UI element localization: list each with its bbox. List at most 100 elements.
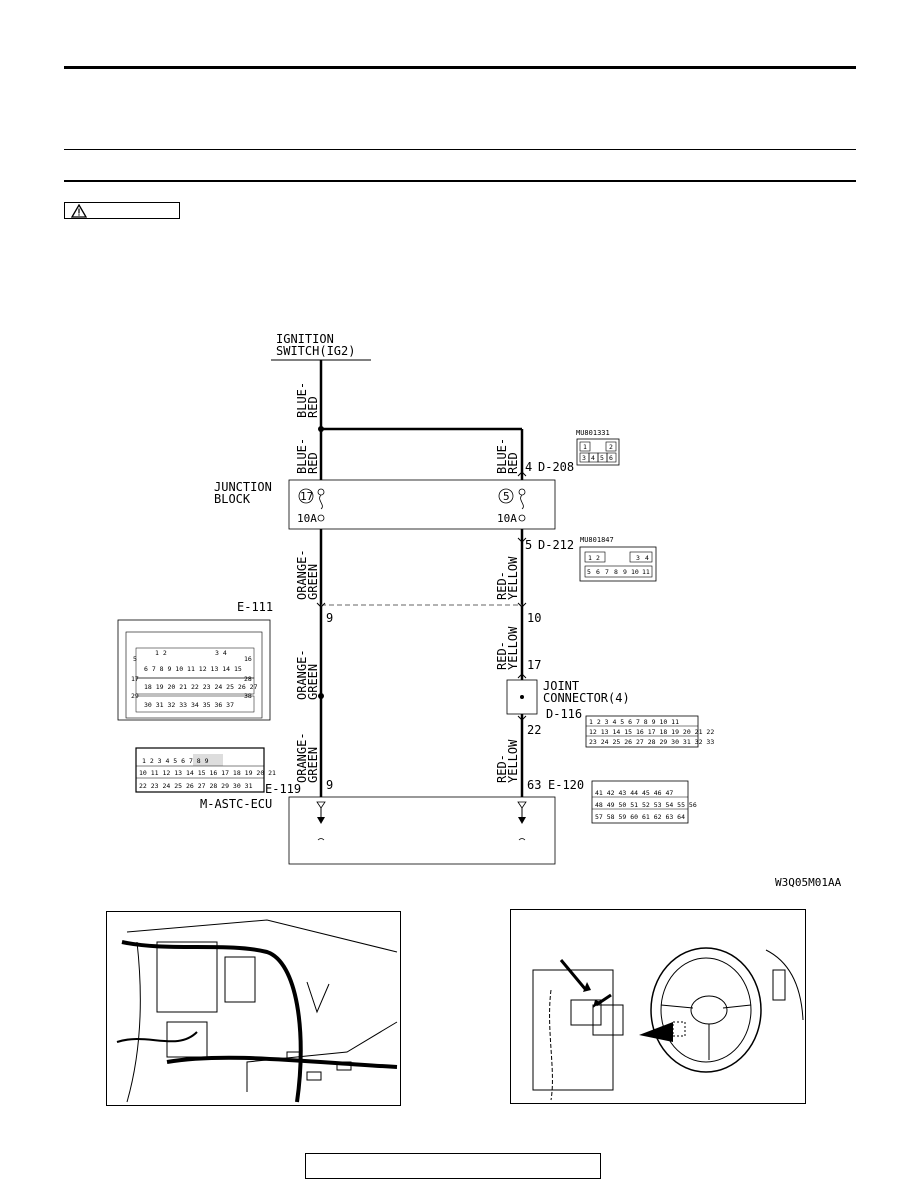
svg-text:17: 17 xyxy=(131,675,139,683)
d208-pin: 4 xyxy=(525,460,532,474)
junction-label-1: JUNCTION xyxy=(214,480,272,494)
svg-text:7: 7 xyxy=(605,568,609,576)
footer-page-box xyxy=(305,1153,601,1179)
svg-text:2: 2 xyxy=(609,443,613,451)
svg-text:6: 6 xyxy=(596,568,600,576)
svg-text:1: 1 xyxy=(588,554,592,562)
svg-text:11: 11 xyxy=(642,568,650,576)
wire-label-red-yellow-3b: YELLOW xyxy=(506,739,520,783)
d212-part: MU801847 xyxy=(580,536,614,544)
joint-pin-in: 17 xyxy=(527,658,541,672)
e111-name: E-111 xyxy=(237,600,273,614)
ecu-input-left xyxy=(317,817,325,824)
fuse-rating-left: 10A xyxy=(297,512,317,525)
fuse-num-right: 5 xyxy=(503,490,510,503)
svg-text:41 42 43 44 45 46 47: 41 42 43 44 45 46 47 xyxy=(595,789,673,797)
source-label-2: SWITCH(IG2) xyxy=(276,344,355,358)
svg-text:1 2 3 4 5 6 7 8 9 10 11: 1 2 3 4 5 6 7 8 9 10 11 xyxy=(589,718,679,726)
fuse-number-left xyxy=(298,488,314,504)
svg-text:5: 5 xyxy=(133,655,137,663)
svg-text:57 58 59 60 61 62 63 64: 57 58 59 60 61 62 63 64 xyxy=(595,813,685,821)
wire-label-red-yellow-2a: RED- xyxy=(495,641,509,670)
wire-label-blue-red-left-2: RED xyxy=(306,452,320,474)
junction-block xyxy=(288,479,556,530)
svg-text:3 4: 3 4 xyxy=(215,649,227,657)
svg-text:1 2: 1 2 xyxy=(155,649,167,657)
wire-label-blue-red-top-2: RED xyxy=(306,396,320,418)
svg-text:48 49 50 51 52 53 54 55 56: 48 49 50 51 52 53 54 55 56 xyxy=(595,801,697,809)
wire-label-red-yellow-2b: YELLOW xyxy=(506,626,520,670)
fuse-left xyxy=(319,494,323,510)
svg-text:16: 16 xyxy=(244,655,252,663)
svg-text:23 24 25 26 27 28 29 30 31 32: 23 24 25 26 27 28 29 30 31 32 33 xyxy=(589,738,714,746)
svg-text:28: 28 xyxy=(244,675,252,683)
source-label-1: IGNITION xyxy=(276,332,334,346)
diagram-code: W3Q05M01AA xyxy=(775,876,842,889)
svg-text:10 11 12 13 14 15 16 17 18 19: 10 11 12 13 14 15 16 17 18 19 20 21 xyxy=(139,769,276,777)
junction-location-illustration-right xyxy=(510,909,806,1104)
d212-pin: 5 xyxy=(525,538,532,552)
d212-name: D-212 xyxy=(538,538,574,552)
svg-text:5: 5 xyxy=(587,568,591,576)
section-rule-1 xyxy=(64,149,856,150)
svg-text:8: 8 xyxy=(614,568,618,576)
d208-arrow xyxy=(517,471,527,477)
warning-triangle-icon xyxy=(71,204,87,218)
e120-pin: 63 xyxy=(527,778,541,792)
e120-face: 41 42 43 44 45 46 47 48 49 50 51 52 53 5… xyxy=(591,780,697,824)
svg-text:5: 5 xyxy=(600,454,604,462)
svg-text:6: 6 xyxy=(609,454,613,462)
ecu-label: M-ASTC-ECU xyxy=(200,797,272,811)
svg-text:10: 10 xyxy=(631,568,639,576)
wire-label-orange-green-3a: ORANGE- xyxy=(295,732,309,783)
svg-text:4: 4 xyxy=(591,454,595,462)
wire-label-orange-green-1a: ORANGE- xyxy=(295,549,309,600)
svg-text:2: 2 xyxy=(596,554,600,562)
e111-pin-right: 10 xyxy=(527,611,541,625)
fuse-rating-right: 10A xyxy=(497,512,517,525)
svg-text:3: 3 xyxy=(582,454,586,462)
svg-text:18 19 20 21 22 23 24 25 26 27: 18 19 20 21 22 23 24 25 26 27 xyxy=(144,683,258,691)
ecu-box xyxy=(288,796,556,865)
e119-face: 1 2 3 4 5 6 7 8 9 10 11 12 13 14 15 16 1… xyxy=(135,747,276,793)
joint-pin-out: 22 xyxy=(527,723,541,737)
joint-label-2: CONNECTOR(4) xyxy=(543,691,630,705)
wire-label-orange-green-2a: ORANGE- xyxy=(295,649,309,700)
wire-label-orange-green-1b: GREEN xyxy=(306,564,320,600)
svg-text:12 13 14 15 16 17 18 19 20 21: 12 13 14 15 16 17 18 19 20 21 22 xyxy=(589,728,714,736)
d208-part: MU801331 xyxy=(576,429,610,437)
fuse-number-right xyxy=(498,488,514,504)
svg-text:38: 38 xyxy=(244,692,252,700)
caution-label xyxy=(64,202,180,219)
svg-text:1 2 3 4 5 6 7 8 9: 1 2 3 4 5 6 7 8 9 xyxy=(142,757,209,765)
fuse-num-left: 17 xyxy=(300,490,313,503)
e119-name: E-119 xyxy=(265,782,301,796)
wire-label-blue-red-right-1: BLUE- xyxy=(495,438,509,474)
wiring-diagram: text { font-family:"DejaVu Sans Mono", m… xyxy=(117,332,842,889)
ecu-input-right xyxy=(518,817,526,824)
e111-pin-left: 9 xyxy=(326,611,333,625)
wire-label-red-yellow-3a: RED- xyxy=(495,754,509,783)
wire-label-red-yellow-1a: RED- xyxy=(495,571,509,600)
harness-illustration-left xyxy=(106,911,401,1106)
svg-text:30 31 32 33 34 35 36 37: 30 31 32 33 34 35 36 37 xyxy=(144,701,234,709)
wire-label-blue-red-top-1: BLUE- xyxy=(295,382,309,418)
top-rule xyxy=(64,66,856,69)
e119-pin: 9 xyxy=(326,778,333,792)
wire-label-blue-red-right-2: RED xyxy=(506,452,520,474)
junction-label-2: BLOCK xyxy=(214,492,251,506)
section-rule-2 xyxy=(64,180,856,182)
wire-label-red-yellow-1b: YELLOW xyxy=(506,556,520,600)
svg-text:4: 4 xyxy=(645,554,649,562)
wire-label-orange-green-3b: GREEN xyxy=(306,747,320,783)
svg-text:3: 3 xyxy=(636,554,640,562)
joint-label-1: JOINT xyxy=(543,679,579,693)
splice-point-2 xyxy=(318,693,324,699)
d208-name: D-208 xyxy=(538,460,574,474)
wire-label-orange-green-2b: GREEN xyxy=(306,664,320,700)
svg-text:22 23 24 25 26 27 28 29: 22 23 24 25 26 27 28 29 30 31 xyxy=(139,782,253,790)
wire-label-blue-red-left-1: BLUE- xyxy=(295,438,309,474)
